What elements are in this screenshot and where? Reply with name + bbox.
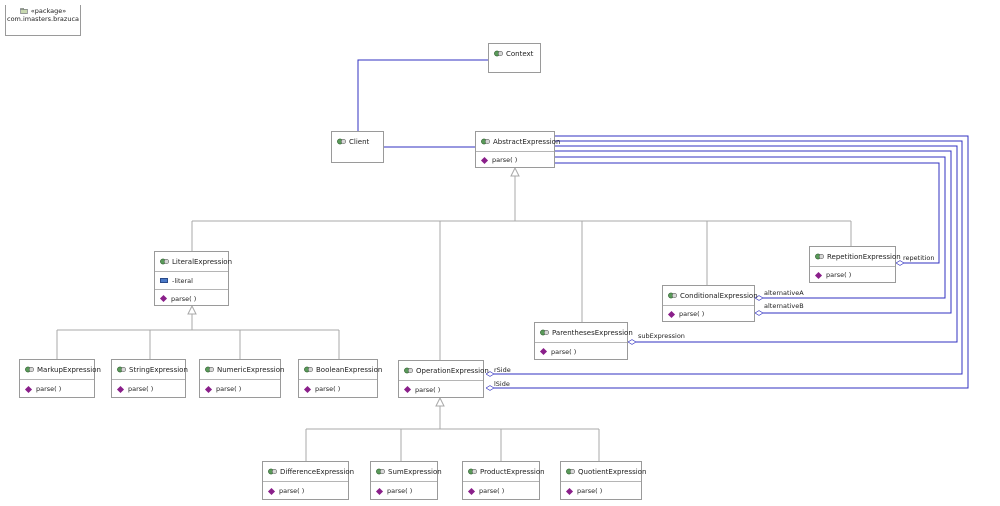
class-literal-expression[interactable]: LiteralExpression -literal parse( ) [154, 251, 233, 306]
class-name: ProductExpression [480, 467, 545, 476]
operation-parse: parse( ) [216, 385, 242, 393]
class-name: Context [506, 49, 534, 58]
class-icon [25, 366, 34, 373]
operation-icon [267, 487, 276, 495]
operation-icon [204, 385, 213, 393]
class-icon [205, 366, 214, 373]
role-alternative-a: alternativeA [764, 289, 804, 297]
operation-parse: parse( ) [577, 487, 603, 495]
class-icon [376, 468, 385, 475]
class-quotient-expression[interactable]: QuotientExpression parse( ) [560, 461, 646, 500]
operation-parse: parse( ) [171, 294, 197, 303]
role-sub-expression: subExpression [638, 332, 685, 340]
class-icon [494, 50, 503, 57]
class-icon [304, 366, 313, 373]
operation-icon [814, 271, 823, 279]
operation-icon [539, 347, 548, 356]
attribute-icon [160, 278, 168, 283]
package-stereotype: «package» [30, 7, 67, 15]
class-icon [160, 258, 169, 265]
class-icon [337, 138, 346, 145]
operation-icon [403, 385, 412, 394]
class-context[interactable]: Context [488, 43, 541, 73]
operation-icon [565, 487, 574, 495]
package-icon [20, 8, 28, 14]
class-icon [481, 138, 490, 145]
operation-parse: parse( ) [315, 385, 341, 393]
class-name: AbstractExpression [493, 137, 561, 146]
operation-parse: parse( ) [279, 487, 305, 495]
operation-parse: parse( ) [36, 385, 62, 393]
class-name: OperationExpression [416, 366, 489, 375]
class-name: BooleanExpression [316, 365, 383, 374]
operation-icon [467, 487, 476, 495]
class-icon [815, 253, 824, 260]
operation-parse: parse( ) [387, 487, 413, 495]
class-name: StringExpression [129, 365, 188, 374]
class-icon [404, 367, 413, 374]
package-box[interactable]: «package» com.imasters.brazuca [5, 5, 81, 36]
class-client[interactable]: Client [331, 131, 384, 163]
class-sum-expression[interactable]: SumExpression parse( ) [370, 461, 442, 500]
attribute-literal: -literal [172, 276, 193, 285]
class-name: MarkupExpression [37, 365, 101, 374]
class-repetition-expression[interactable]: RepetitionExpression parse( ) [809, 246, 901, 283]
operation-icon [116, 385, 125, 393]
operation-parse: parse( ) [128, 385, 154, 393]
class-name: RepetitionExpression [827, 252, 901, 261]
class-name: ParenthesesExpression [552, 328, 633, 337]
operation-icon [480, 156, 489, 164]
operation-parse: parse( ) [679, 310, 705, 318]
operation-icon [24, 385, 33, 393]
class-numeric-expression[interactable]: NumericExpression parse( ) [199, 359, 285, 398]
class-icon [468, 468, 477, 475]
operation-parse: parse( ) [826, 271, 852, 279]
class-icon [566, 468, 575, 475]
aggregations [494, 135, 969, 389]
generalization-operation [305, 396, 600, 461]
class-parentheses-expression[interactable]: ParenthesesExpression parse( ) [534, 322, 633, 360]
class-name: DifferenceExpression [280, 467, 355, 476]
class-difference-expression[interactable]: DifferenceExpression parse( ) [262, 461, 354, 500]
class-name: ConditionalExpression [680, 291, 758, 300]
class-name: Client [349, 137, 370, 146]
class-conditional-expression[interactable]: ConditionalExpression parse( ) [662, 285, 758, 322]
class-abstract-expression[interactable]: AbstractExpression parse( ) [475, 131, 560, 168]
class-name: NumericExpression [217, 365, 285, 374]
class-product-expression[interactable]: ProductExpression parse( ) [462, 461, 545, 500]
operation-parse: parse( ) [479, 487, 505, 495]
class-operation-expression[interactable]: OperationExpression parse( ) [398, 360, 489, 398]
class-boolean-expression[interactable]: BooleanExpression parse( ) [298, 359, 382, 398]
operation-icon [303, 385, 312, 393]
role-alternative-b: alternativeB [764, 302, 804, 310]
class-name: LiteralExpression [172, 257, 233, 266]
class-icon [117, 366, 126, 373]
operation-icon [667, 310, 676, 318]
class-icon [668, 292, 677, 299]
operation-parse: parse( ) [492, 156, 518, 164]
role-l-side: lSide [494, 380, 510, 388]
generalization-abstract [191, 166, 852, 360]
operation-parse: parse( ) [415, 385, 441, 394]
generalization-literal [56, 304, 340, 359]
role-r-side: rSide [494, 366, 511, 374]
class-name: QuotientExpression [578, 467, 647, 476]
package-name: com.imasters.brazuca [7, 15, 79, 23]
class-icon [540, 329, 549, 336]
operation-icon [375, 487, 384, 495]
operation-parse: parse( ) [551, 347, 577, 356]
role-repetition: repetition [903, 254, 935, 262]
class-icon [268, 468, 277, 475]
class-markup-expression[interactable]: MarkupExpression parse( ) [19, 359, 101, 398]
operation-icon [159, 294, 168, 303]
class-name: SumExpression [388, 467, 442, 476]
association-client-context [357, 59, 488, 131]
class-string-expression[interactable]: StringExpression parse( ) [111, 359, 188, 398]
